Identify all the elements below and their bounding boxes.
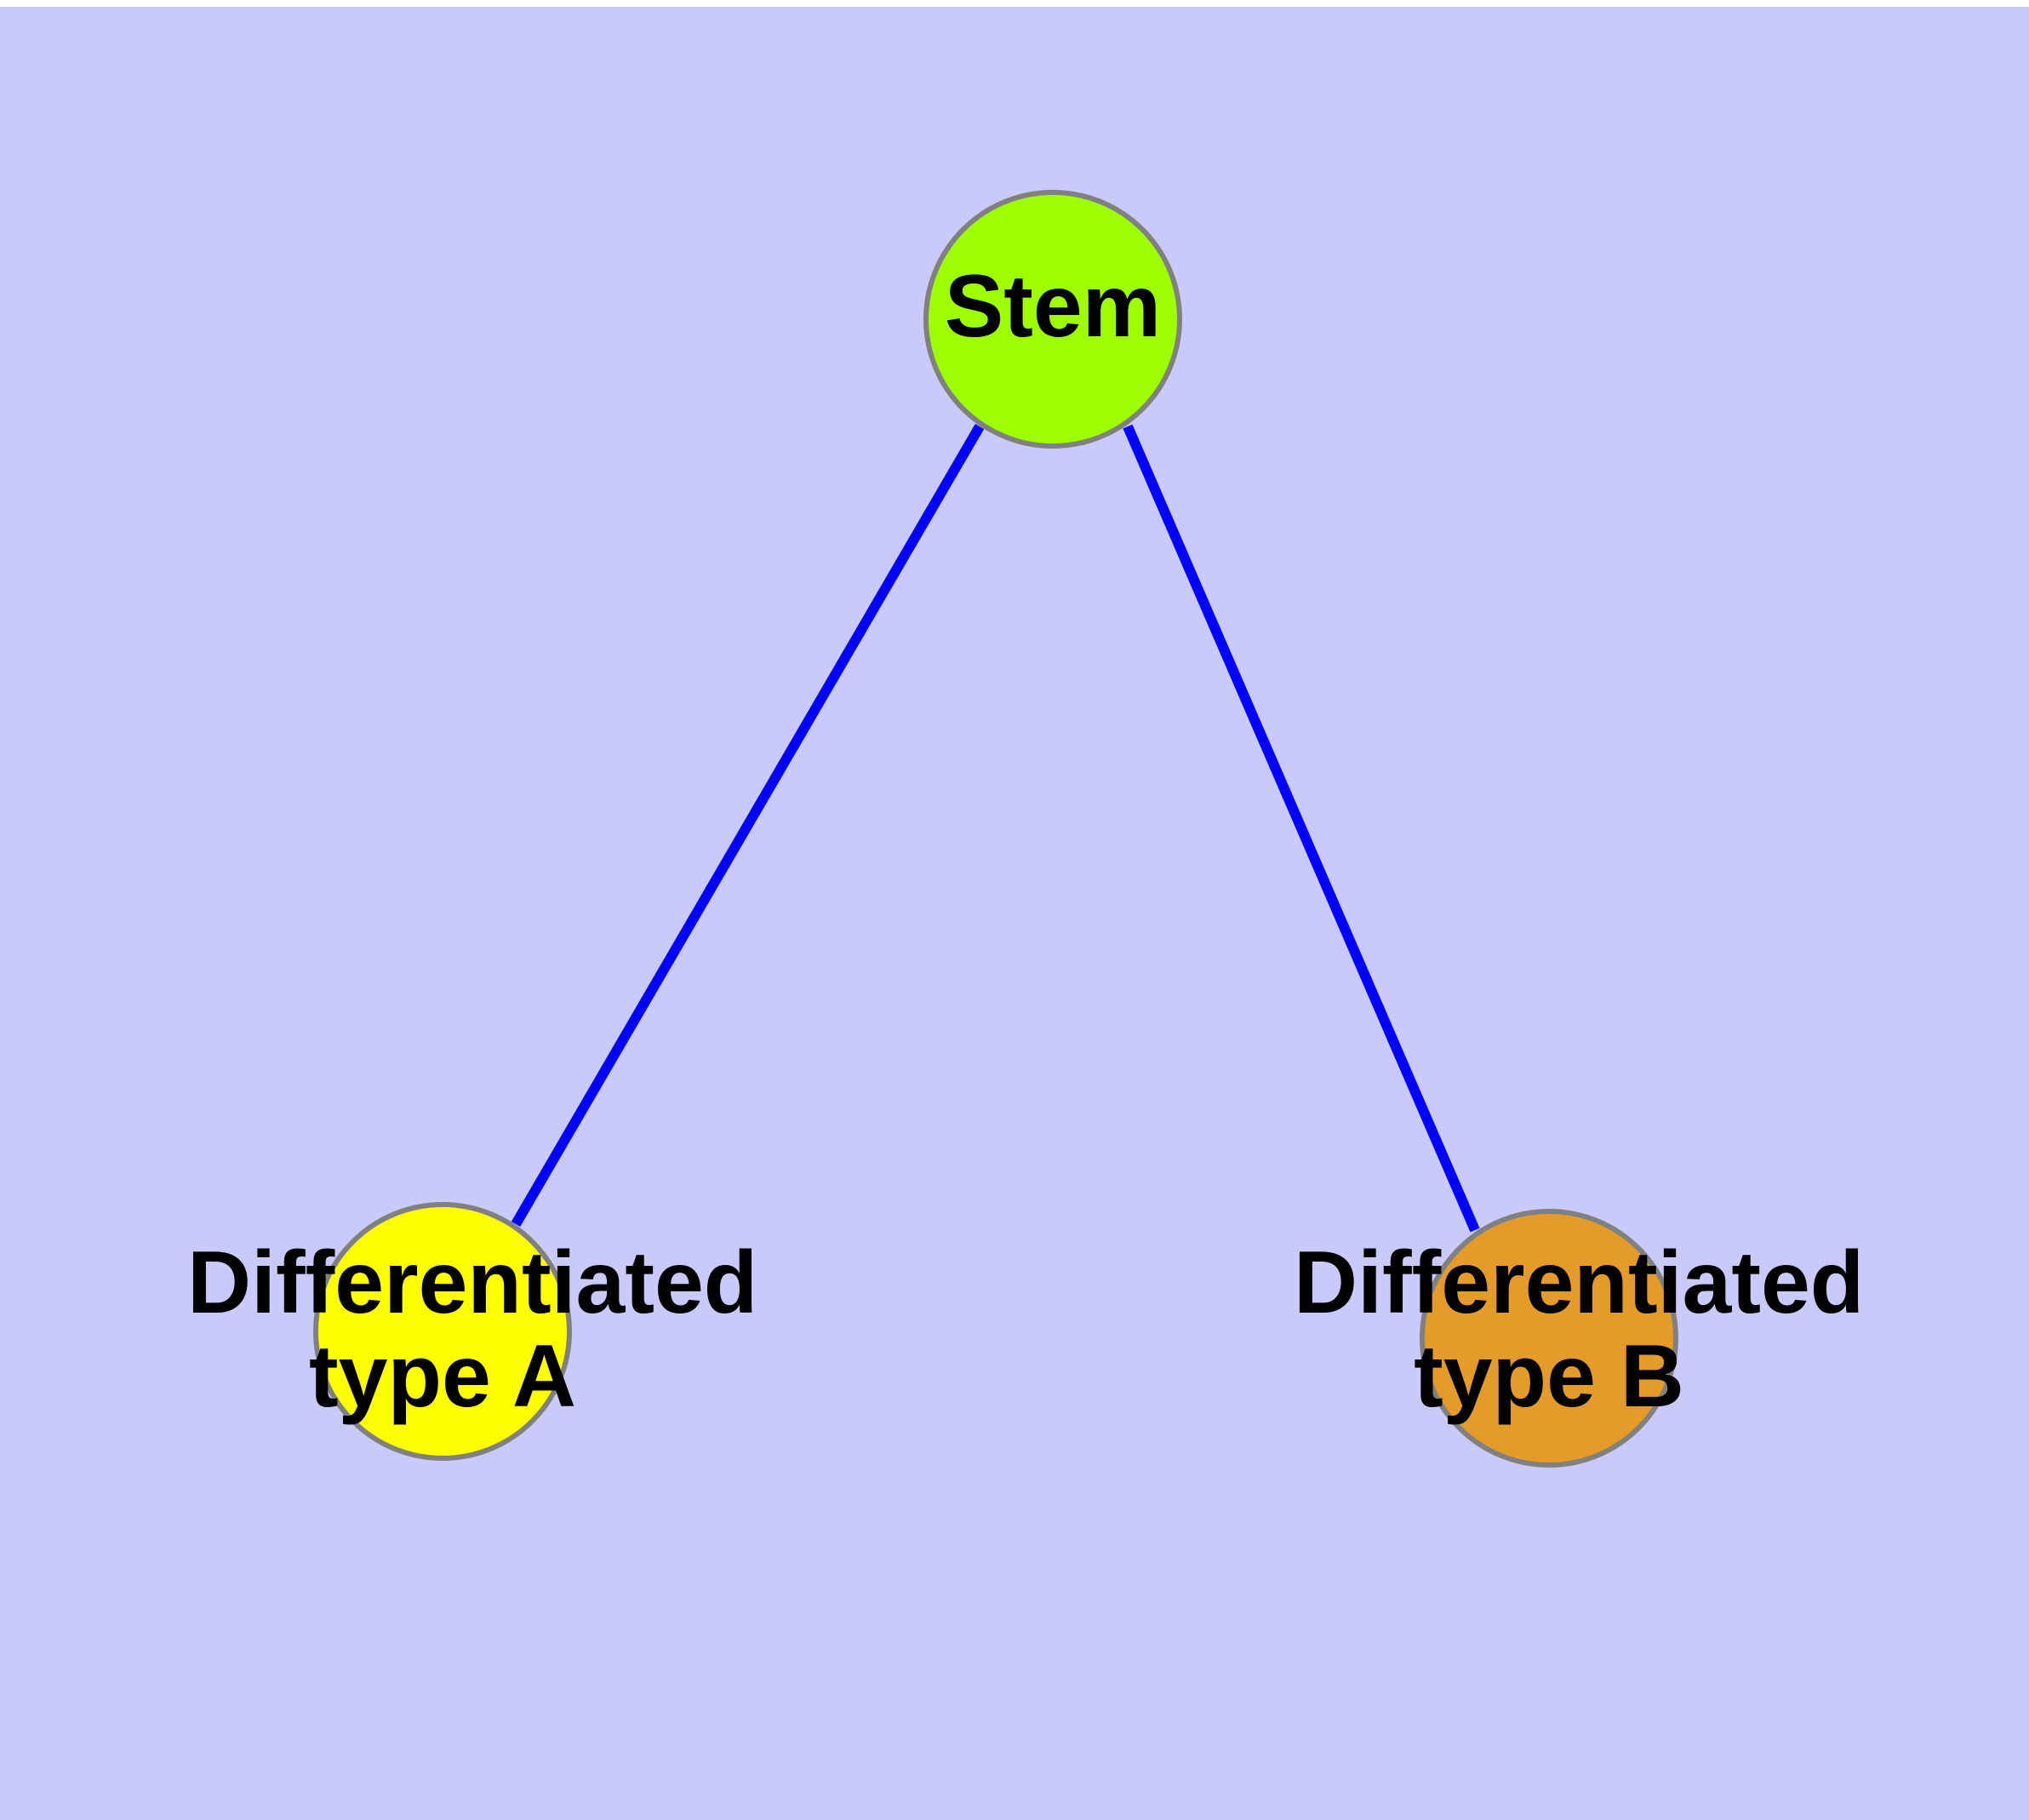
- edge-stem-to-differentiated-b: [1123, 424, 1480, 1233]
- edge-stem-to-differentiated-a: [511, 423, 985, 1228]
- node-differentiated-type-a[interactable]: [313, 1202, 572, 1461]
- edge-layer: [511, 423, 1480, 1233]
- node-differentiated-type-b[interactable]: [1420, 1209, 1678, 1468]
- node-layer: [313, 190, 1678, 1468]
- node-stem[interactable]: [923, 190, 1182, 449]
